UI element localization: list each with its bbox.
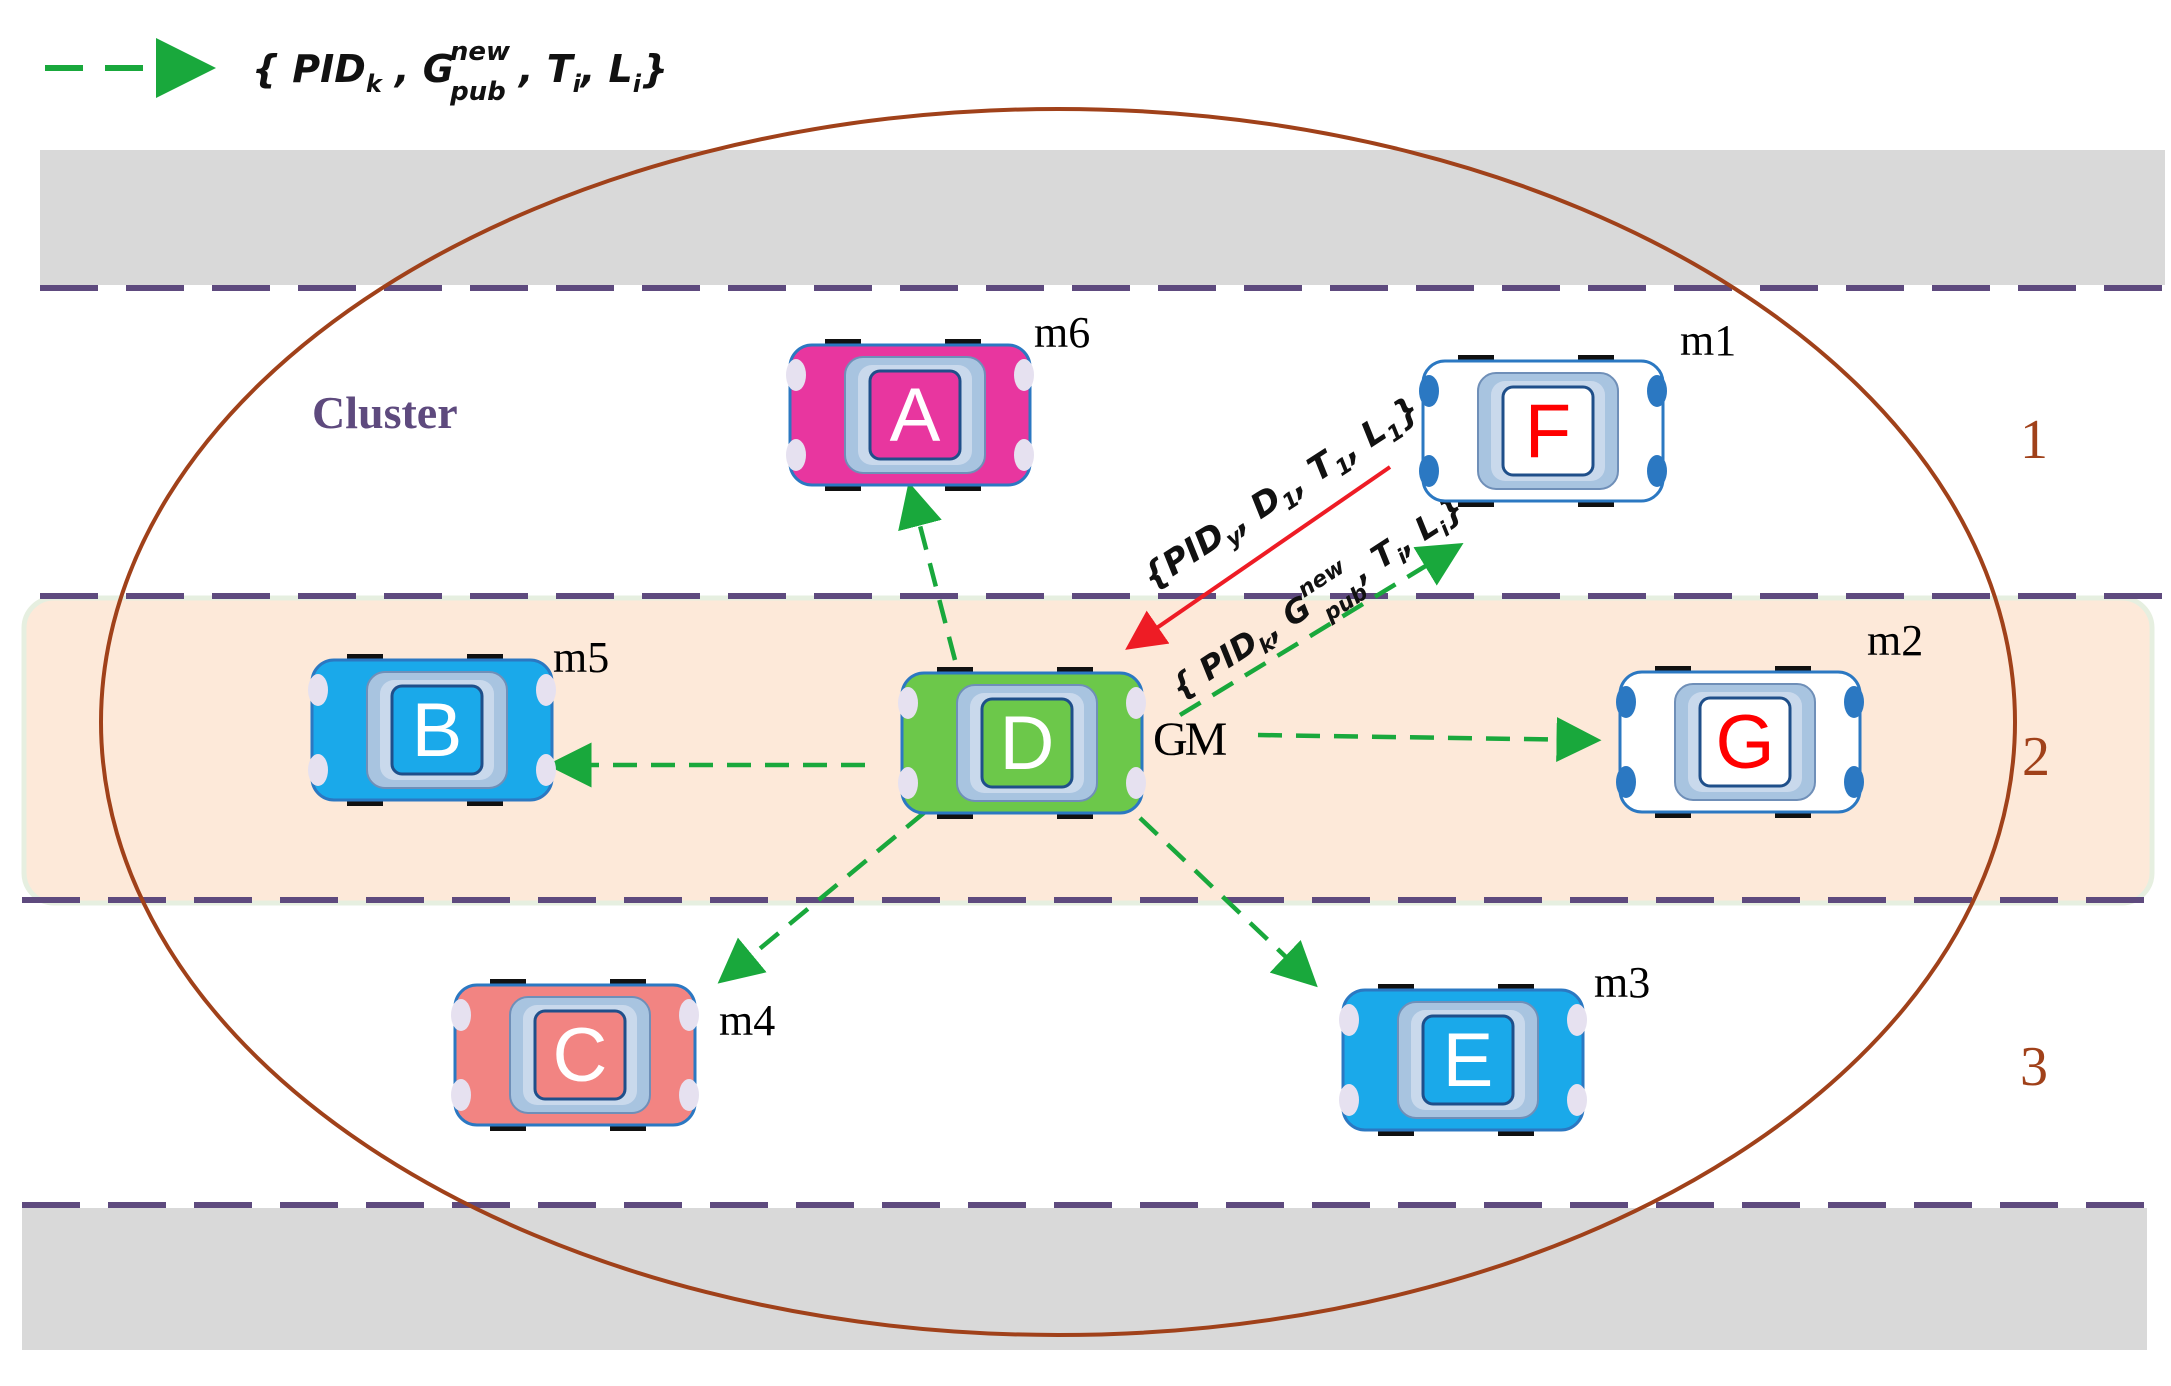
arrow-d-to-f bbox=[1178, 542, 1464, 717]
car-light bbox=[1014, 359, 1034, 391]
vehicle-letter-a: A bbox=[890, 373, 941, 458]
vehicle-f: F bbox=[1419, 355, 1667, 507]
car-light bbox=[536, 674, 556, 706]
car-light bbox=[1616, 686, 1636, 718]
car-light bbox=[898, 687, 918, 719]
vehicle-letter-e: E bbox=[1443, 1018, 1494, 1103]
broadcast-arrows bbox=[546, 481, 1602, 988]
car-light bbox=[1647, 375, 1667, 407]
car-light bbox=[786, 439, 806, 471]
arrow-d-to-a bbox=[898, 481, 958, 661]
arrow-d-to-c bbox=[717, 810, 927, 984]
arrow-d-to-g bbox=[1257, 717, 1602, 763]
vehicle-g: G bbox=[1616, 666, 1864, 818]
top-road-shoulder bbox=[40, 150, 2165, 285]
vehicle-c: C bbox=[451, 979, 699, 1131]
vehicles: A B C D E F G bbox=[308, 339, 1864, 1136]
car-roof-panel bbox=[1698, 696, 1792, 788]
car-light bbox=[679, 1079, 699, 1111]
car-light bbox=[308, 754, 328, 786]
car-light bbox=[898, 767, 918, 799]
lane-number-1: 1 bbox=[2020, 409, 2048, 471]
car-light bbox=[1339, 1084, 1359, 1116]
lane-number-2: 2 bbox=[2022, 726, 2050, 788]
car-light bbox=[308, 674, 328, 706]
car-roof-panel bbox=[390, 684, 484, 776]
car-roof-panel bbox=[1421, 1014, 1515, 1106]
car-light bbox=[451, 999, 471, 1031]
car-light bbox=[1844, 686, 1864, 718]
vehicle-e: E bbox=[1339, 984, 1587, 1136]
car-light bbox=[786, 359, 806, 391]
car-light bbox=[1567, 1084, 1587, 1116]
car-roof-panel bbox=[868, 369, 962, 461]
car-light bbox=[1339, 1004, 1359, 1036]
vehicle-letter-g: G bbox=[1715, 700, 1774, 785]
car-light bbox=[1616, 766, 1636, 798]
car-light bbox=[1647, 455, 1667, 487]
vehicle-tag-e: m3 bbox=[1594, 958, 1650, 1007]
car-light bbox=[679, 999, 699, 1031]
car-light bbox=[1567, 1004, 1587, 1036]
vehicle-letter-c: C bbox=[553, 1013, 608, 1098]
vehicle-letter-d: D bbox=[1000, 701, 1055, 786]
car-roof-panel bbox=[533, 1009, 627, 1101]
cluster-label: Cluster bbox=[312, 387, 458, 438]
vehicle-letter-f: F bbox=[1525, 389, 1571, 474]
car-light bbox=[1014, 439, 1034, 471]
lane-number-3: 3 bbox=[2020, 1036, 2048, 1098]
car-light bbox=[1126, 767, 1146, 799]
gm-label: GM bbox=[1153, 713, 1227, 766]
car-roof-panel bbox=[980, 697, 1074, 789]
vehicle-d: D bbox=[898, 667, 1146, 819]
vehicle-letter-b: B bbox=[412, 688, 463, 773]
car-light bbox=[536, 754, 556, 786]
vehicle-tag-f: m1 bbox=[1680, 316, 1736, 365]
vehicle-tag-g: m2 bbox=[1867, 616, 1923, 665]
car-light bbox=[1126, 687, 1146, 719]
vehicle-a: A bbox=[786, 339, 1034, 491]
car-light bbox=[1419, 375, 1439, 407]
bottom-road-shoulder bbox=[22, 1208, 2147, 1350]
car-light bbox=[1419, 455, 1439, 487]
car-light bbox=[451, 1079, 471, 1111]
arrow-d-to-e bbox=[1138, 816, 1318, 988]
vehicle-b: B bbox=[308, 654, 556, 806]
vehicle-tag-c: m4 bbox=[719, 996, 775, 1045]
car-roof-panel bbox=[1501, 385, 1595, 477]
car-light bbox=[1844, 766, 1864, 798]
vehicle-tag-b: m5 bbox=[553, 633, 609, 682]
cluster-boundary bbox=[99, 107, 2017, 1337]
vehicle-tag-a: m6 bbox=[1034, 308, 1090, 357]
arrow-f-to-d bbox=[1125, 465, 1392, 650]
